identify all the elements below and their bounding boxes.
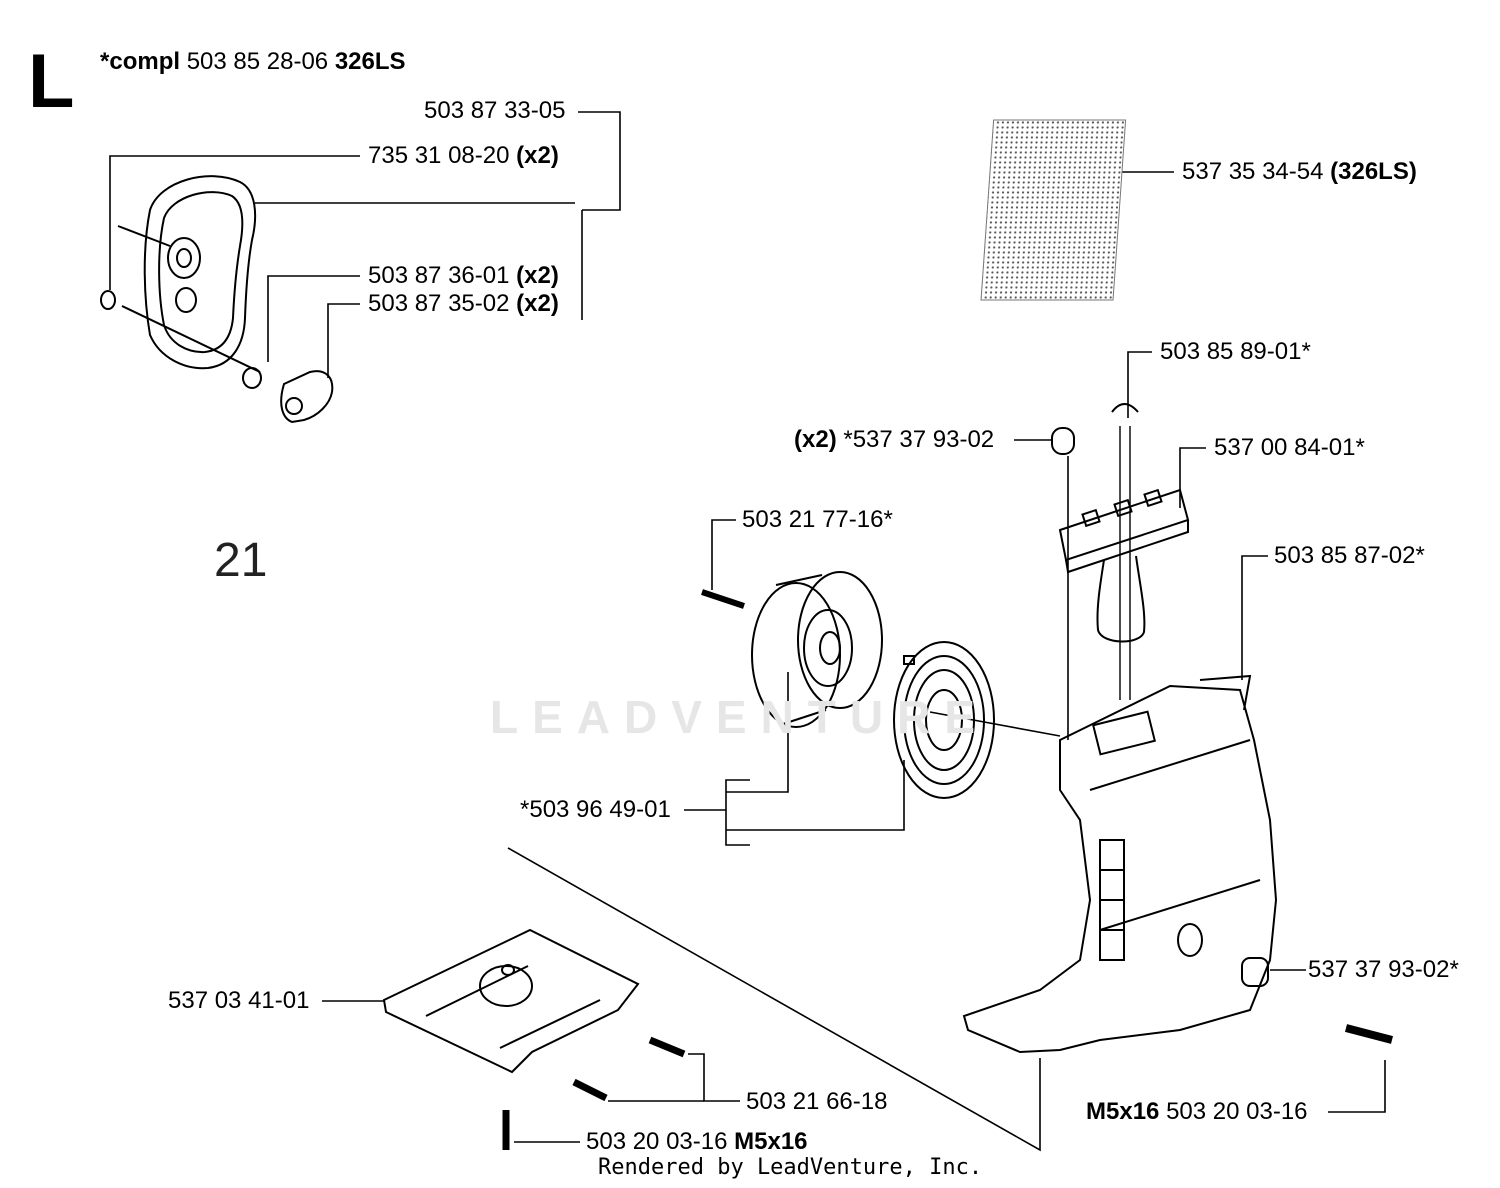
part-callout: 503 85 89-01*: [1160, 338, 1311, 365]
watermark: LEADVENTURE: [490, 691, 990, 743]
part-callout: 503 85 87-02*: [1274, 542, 1425, 569]
starter-handle-illustration: [1051, 403, 1190, 700]
air-filter-cover-illustration: [100, 175, 334, 424]
part-callout: (x2) *537 37 93-02: [794, 426, 995, 453]
compl-assembly-label: *compl 503 85 28-06 326LS: [100, 48, 406, 75]
starter-pulley-illustration: [701, 571, 883, 728]
section-letter: L: [28, 39, 75, 124]
bracket-plate-illustration: [382, 928, 686, 1150]
starter-housing-illustration: [962, 674, 1394, 1054]
part-callout: 537 03 41-01: [168, 987, 310, 1014]
part-callout: *503 96 49-01: [520, 796, 671, 823]
part-callout: 503 87 36-01 (x2): [368, 262, 559, 289]
figure-number: 21: [214, 534, 268, 587]
part-callout: 537 35 34-54 (326LS): [1182, 158, 1417, 185]
part-callout: 503 87 33-05: [424, 97, 566, 124]
filter-pad-illustration: [980, 119, 1127, 301]
recoil-spring-illustration: [893, 641, 995, 799]
part-callout: 537 37 93-02*: [1308, 956, 1459, 983]
part-callout: 503 21 77-16*: [742, 506, 893, 533]
part-callout: 503 20 03-16 M5x16: [586, 1128, 808, 1155]
part-callout: 537 00 84-01*: [1214, 434, 1365, 461]
part-callout: 735 31 08-20 (x2): [368, 142, 559, 169]
part-callout: 503 21 66-18: [746, 1088, 888, 1115]
part-callout: M5x16 503 20 03-16: [1086, 1098, 1308, 1125]
part-callout: 503 87 35-02 (x2): [368, 290, 559, 317]
leader-lines: [109, 111, 1386, 1152]
footer-credit: Rendered by LeadVenture, Inc.: [598, 1155, 983, 1180]
